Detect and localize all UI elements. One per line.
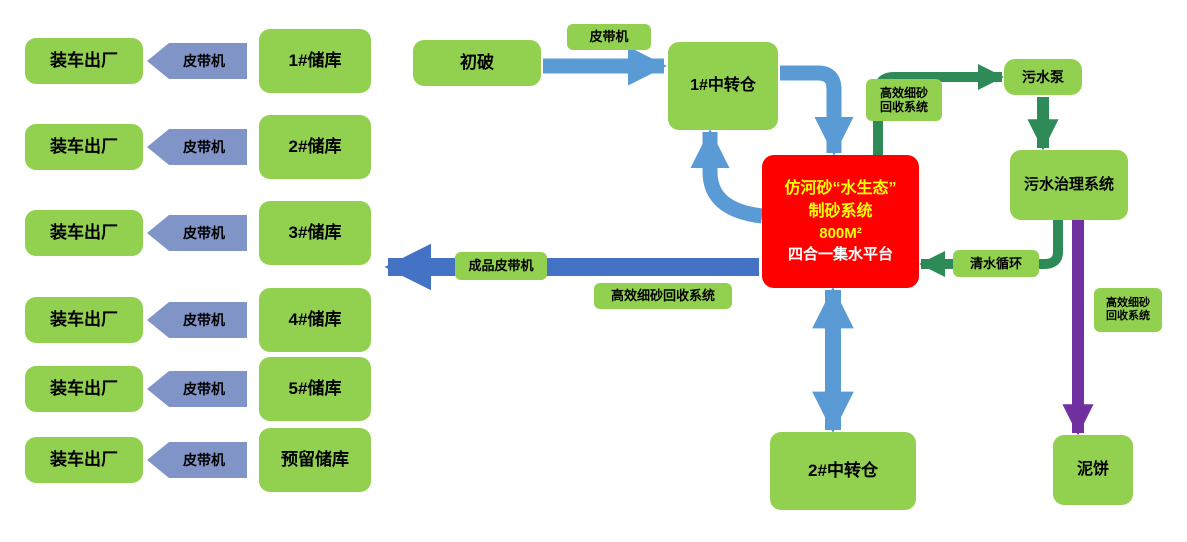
ship-out-box: 装车出厂 xyxy=(25,210,143,256)
storage-box: 4#储库 xyxy=(259,288,371,352)
belt-conveyor-arrow: 皮带机 xyxy=(147,371,247,407)
storage-row: 装车出厂 皮带机 5#储库 xyxy=(0,356,380,422)
storage-box: 5#储库 xyxy=(259,357,371,421)
fine-sand-recovery-label-top: 高效细砂 回收系统 xyxy=(866,79,942,121)
arrow-transfer1-to-center xyxy=(780,65,854,156)
system-title-line1: 仿河砂“水生态” xyxy=(784,180,897,198)
system-title-line2: 制砂系统 xyxy=(808,202,873,220)
storage-box: 2#储库 xyxy=(259,115,371,179)
sewage-pump-box: 污水泵 xyxy=(1004,59,1082,95)
storage-box: 3#储库 xyxy=(259,201,371,265)
system-platform-label: 四合一集水平台 xyxy=(787,245,893,263)
belt-conveyor-arrow: 皮带机 xyxy=(147,43,247,79)
ship-out-box: 装车出厂 xyxy=(25,38,143,84)
storage-row: 装车出厂 皮带机 4#储库 xyxy=(0,287,380,353)
primary-crusher-box: 初破 xyxy=(413,40,541,86)
ship-out-box: 装车出厂 xyxy=(25,366,143,412)
clean-water-cycle-label: 清水循环 xyxy=(953,250,1039,277)
arrow-clean-water-return xyxy=(919,220,1063,277)
belt-conveyor-arrow: 皮带机 xyxy=(147,215,247,251)
belt-conveyor-arrow: 皮带机 xyxy=(147,129,247,165)
belt-label: 皮带机 xyxy=(567,24,651,50)
belt-conveyor-arrow: 皮带机 xyxy=(147,302,247,338)
fine-sand-recovery-label-left: 高效细砂回收系统 xyxy=(594,283,732,309)
sand-making-system-box: 仿河砂“水生态” 制砂系统 800M² 四合一集水平台 xyxy=(762,155,919,288)
mud-cake-box: 泥饼 xyxy=(1053,435,1133,505)
storage-box: 预留储库 xyxy=(259,428,371,492)
storage-row: 装车出厂 皮带机 2#储库 xyxy=(0,114,380,180)
arrow-center-to-transfer1-return xyxy=(690,129,764,224)
storage-box: 1#储库 xyxy=(259,29,371,93)
sewage-treatment-box: 污水治理系统 xyxy=(1010,150,1128,220)
transfer-bin-1-box: 1#中转仓 xyxy=(668,42,778,130)
system-area-value: 800M² xyxy=(819,224,862,242)
ship-out-box: 装车出厂 xyxy=(25,297,143,343)
storage-row: 装车出厂 皮带机 1#储库 xyxy=(0,28,380,94)
finished-belt-label: 成品皮带机 xyxy=(455,252,547,280)
belt-conveyor-arrow: 皮带机 xyxy=(147,442,247,478)
ship-out-box: 装车出厂 xyxy=(25,124,143,170)
ship-out-box: 装车出厂 xyxy=(25,437,143,483)
storage-row: 装车出厂 皮带机 预留储库 xyxy=(0,427,380,493)
fine-sand-recovery-label-right: 高效细砂 回收系统 xyxy=(1094,288,1162,332)
transfer-bin-2-box: 2#中转仓 xyxy=(770,432,916,510)
storage-row: 装车出厂 皮带机 3#储库 xyxy=(0,200,380,266)
